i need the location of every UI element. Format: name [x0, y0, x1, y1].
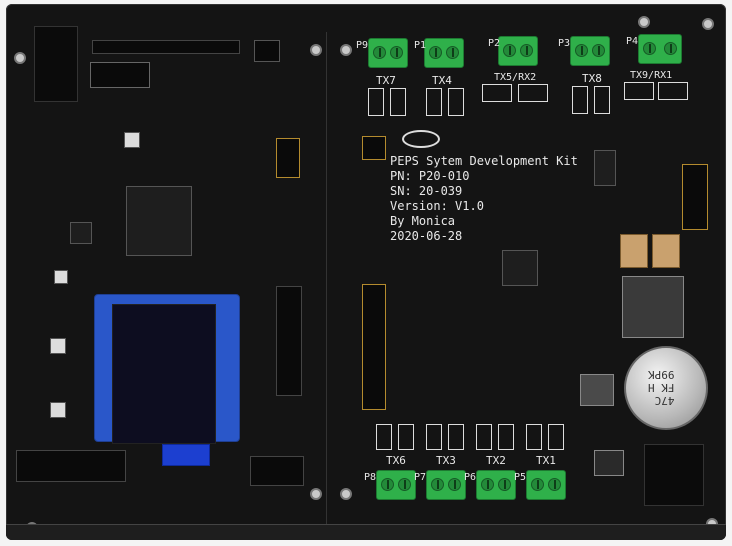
mount-hole [638, 16, 650, 28]
mount-hole [702, 18, 714, 30]
gold-header-right [682, 164, 708, 230]
terminal-label: P9 [356, 40, 369, 51]
resistor-pad [426, 88, 442, 116]
tact-button [54, 270, 68, 284]
mount-hole [340, 488, 352, 500]
reset-button [124, 132, 140, 148]
dc-jack-top [34, 26, 78, 102]
board-edge-strip [6, 524, 726, 540]
terminal-label: P3 [558, 38, 571, 49]
gold-header [362, 284, 386, 410]
dc-jack-bottom [644, 444, 704, 506]
terminal-label: P1 [414, 40, 427, 51]
double-header [276, 286, 302, 396]
gold-jumper [276, 138, 300, 178]
tx-label: TX6 [386, 454, 406, 467]
terminal-label: P2 [488, 38, 501, 49]
resistor-pad [376, 424, 392, 450]
board-info: PEPS Sytem Development Kit PN: P20-010 S… [390, 154, 578, 244]
tact-button [50, 338, 66, 354]
resistor-pad [448, 424, 464, 450]
board-version: Version: V1.0 [390, 199, 484, 213]
oled-ribbon [162, 444, 210, 466]
tx-label: TX1 [536, 454, 556, 467]
company-logo [402, 130, 440, 148]
terminal-block-p5 [526, 470, 566, 500]
ic-chip [502, 250, 538, 286]
box-header [90, 62, 150, 88]
resistor-pad [390, 88, 406, 116]
terminal-label: P8 [364, 472, 377, 483]
tantalum-cap [652, 234, 680, 268]
capacitor-label: 47C FK H 99PK [648, 368, 675, 407]
board-divider [326, 32, 327, 532]
oled-display [112, 304, 216, 444]
tx-label: TX4 [432, 74, 452, 87]
board-pn: PN: P20-010 [390, 169, 470, 183]
mcu-chip [126, 186, 192, 256]
terminal-block-p1 [424, 38, 464, 68]
terminal-block-p7 [426, 470, 466, 500]
resistor-pad [594, 86, 610, 114]
pin-header-bottom [16, 450, 126, 482]
small-ic [70, 222, 92, 244]
tx-label: TX2 [486, 454, 506, 467]
pcb-board: P9 P1 P2 P3 P4 TX7 TX4 TX5/RX2 TX8 TX9/R… [6, 4, 726, 540]
resistor-pad [368, 88, 384, 116]
bottom-header [250, 456, 304, 486]
terminal-block-p6 [476, 470, 516, 500]
resistor-pad [482, 84, 512, 102]
tact-button [50, 402, 66, 418]
gold-jumper [362, 136, 386, 160]
electrolytic-capacitor: 47C FK H 99PK [624, 346, 708, 430]
resistor-pad [426, 424, 442, 450]
regulator [594, 450, 624, 476]
resistor-pad [624, 82, 654, 100]
tx-label: TX7 [376, 74, 396, 87]
resistor-pad [548, 424, 564, 450]
tx-label: TX8 [582, 72, 602, 85]
mount-hole [310, 44, 322, 56]
small-inductor [580, 374, 614, 406]
mount-hole [310, 488, 322, 500]
board-date: 2020-06-28 [390, 229, 463, 243]
tx-label: TX9/RX1 [630, 70, 673, 81]
resistor-pad [476, 424, 492, 450]
mount-hole [14, 52, 26, 64]
pin-header-top [92, 40, 240, 54]
terminal-label: P6 [464, 472, 477, 483]
resistor-pad [658, 82, 688, 100]
terminal-block-p3 [570, 36, 610, 66]
ic-chip [594, 150, 616, 186]
terminal-label: P5 [514, 472, 527, 483]
tx-label: TX3 [436, 454, 456, 467]
resistor-pad [518, 84, 548, 102]
terminal-block-p8 [376, 470, 416, 500]
resistor-pad [498, 424, 514, 450]
resistor-pad [572, 86, 588, 114]
board-sn: SN: 20-039 [390, 184, 463, 198]
terminal-block-p4 [638, 34, 682, 64]
resistor-pad [398, 424, 414, 450]
mount-hole [340, 44, 352, 56]
tx-label: TX5/RX2 [494, 72, 537, 83]
terminal-label: P7 [414, 472, 427, 483]
jumper-header [254, 40, 280, 62]
terminal-block-p2 [498, 36, 538, 66]
board-title: PEPS Sytem Development Kit [390, 154, 578, 168]
tantalum-cap [620, 234, 648, 268]
terminal-label: P4 [626, 36, 639, 47]
resistor-pad [448, 88, 464, 116]
resistor-pad [526, 424, 542, 450]
inductor [622, 276, 684, 338]
terminal-block-p9 [368, 38, 408, 68]
board-author: By Monica [390, 214, 456, 228]
